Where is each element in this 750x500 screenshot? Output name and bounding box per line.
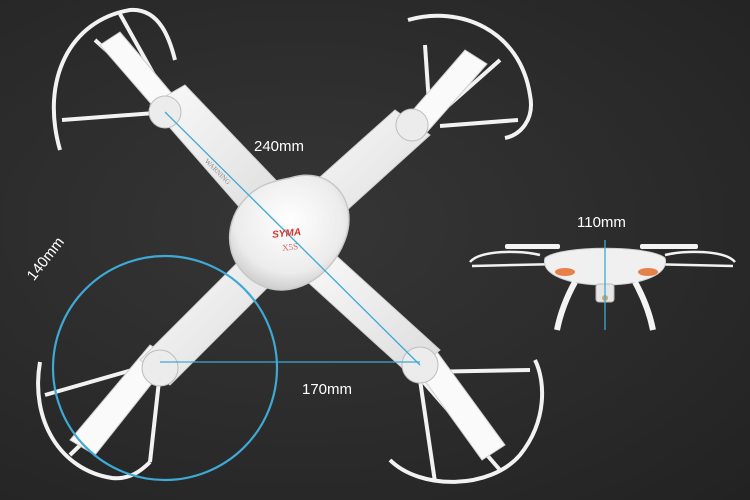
diagonal-dimension-label: 240mm	[254, 138, 305, 155]
drone-side-view	[469, 240, 736, 331]
drone-top-view	[36, 7, 545, 484]
diagonal-measure-line	[164, 111, 421, 366]
motor-spacing-dimension-label: 170mm	[302, 381, 353, 398]
motor-top-right	[395, 108, 429, 142]
height-dimension-label: 110mm	[577, 214, 626, 231]
syma-logo: SYMA	[272, 227, 302, 241]
drone-body	[228, 174, 350, 291]
measure-lines	[51, 111, 421, 482]
propeller-guard-measure-circle	[51, 254, 279, 482]
model-badge: X5S	[282, 241, 299, 253]
motor-bottom-left	[141, 349, 179, 387]
